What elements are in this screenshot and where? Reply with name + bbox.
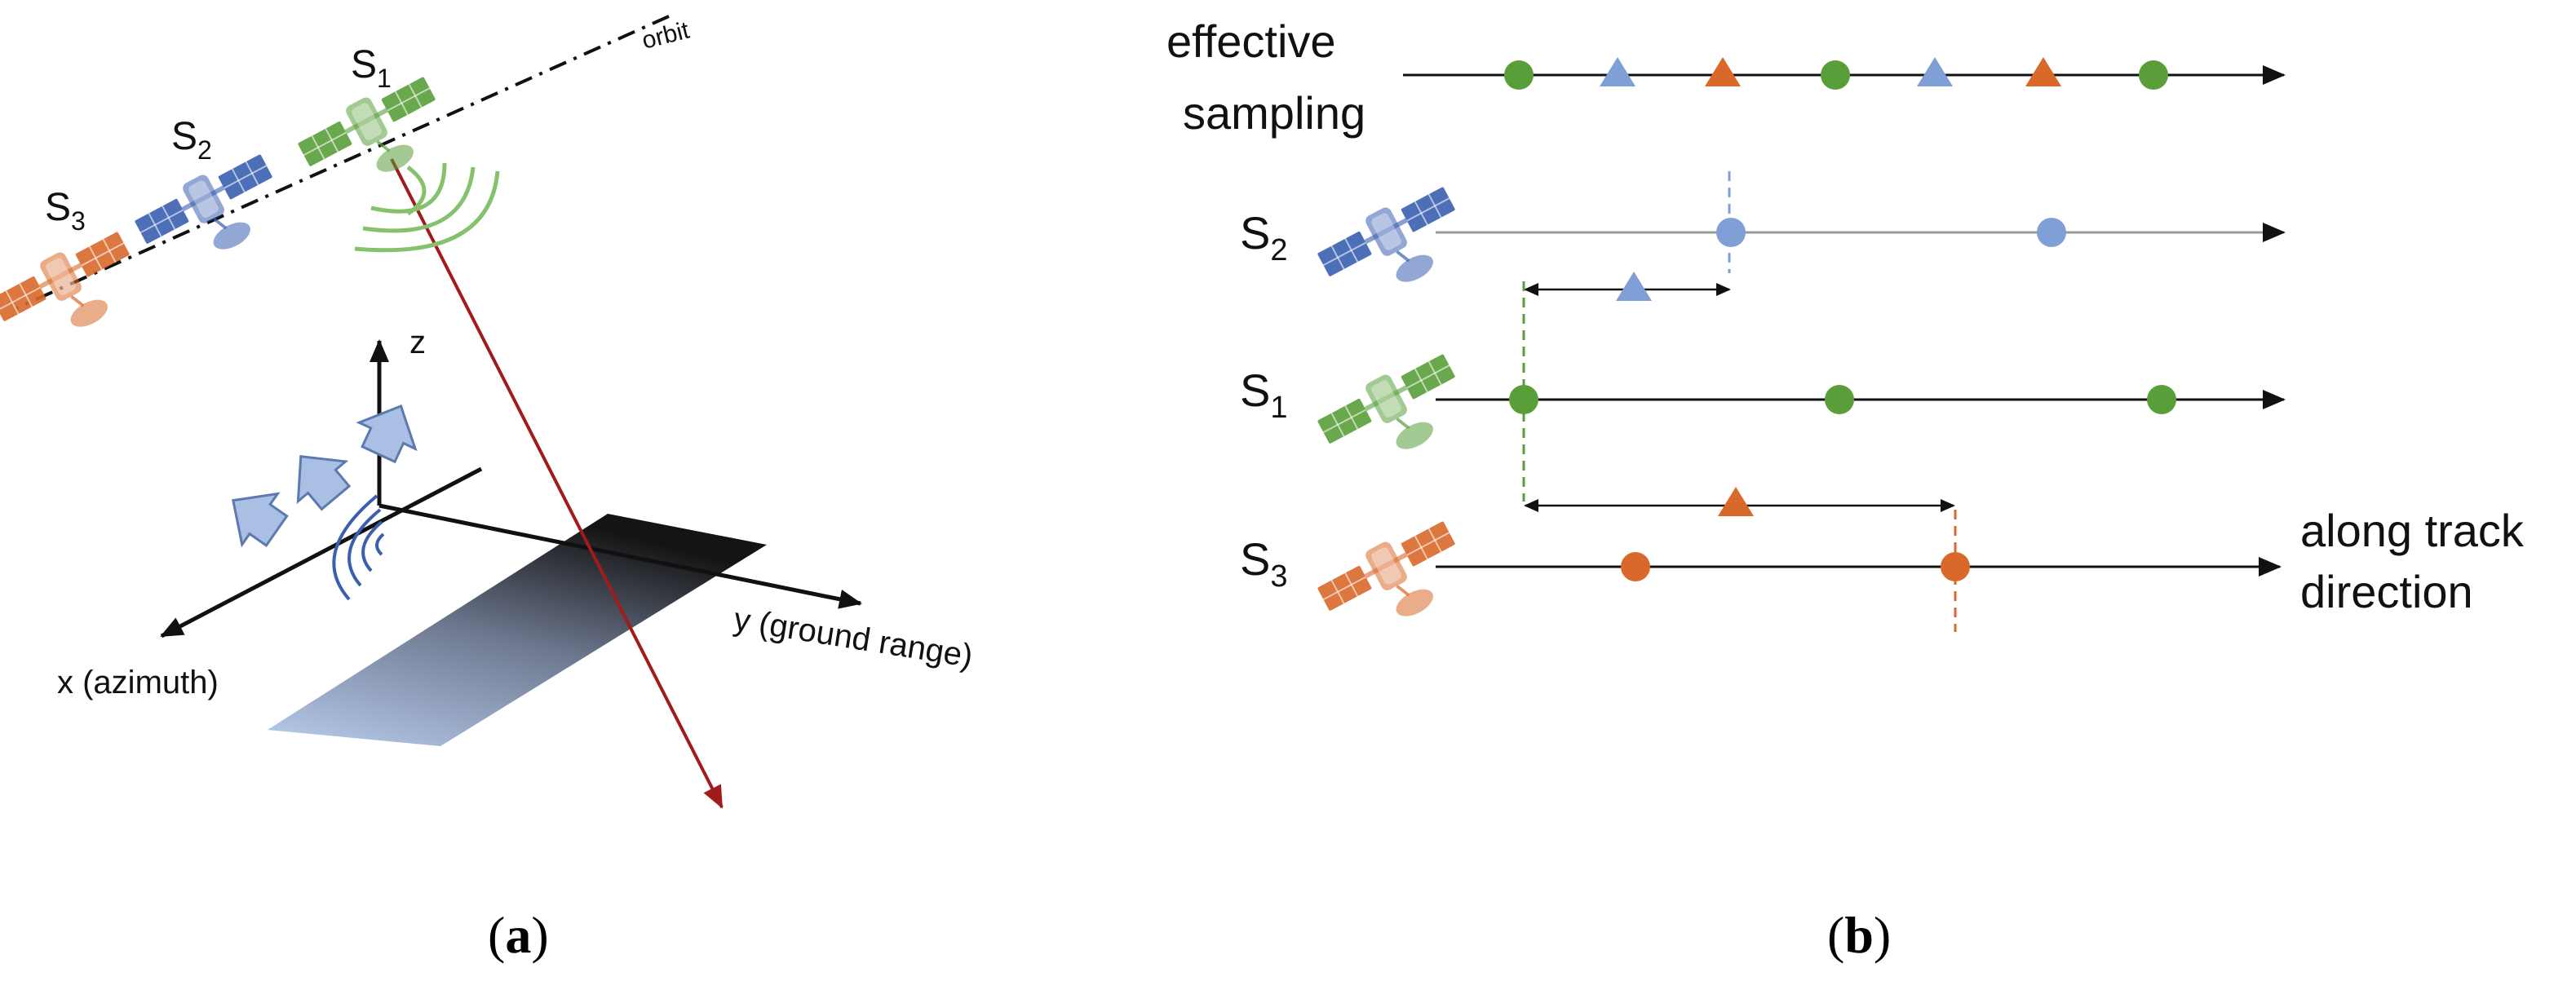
label-s3: S3 <box>45 186 86 236</box>
row-label-s3: S3 <box>1240 533 1288 594</box>
s1-sample <box>2147 385 2176 414</box>
label-s1: S1 <box>351 43 392 93</box>
row-satellite-s3-icon <box>1311 510 1478 652</box>
sample-s1 <box>2139 60 2168 90</box>
sample-s1 <box>1821 60 1850 90</box>
satellite-s3-icon <box>0 221 153 362</box>
orbit-line <box>15 15 670 310</box>
s1-emission-waves <box>354 162 500 253</box>
effective-sampling-label-2: sampling <box>1183 87 1365 139</box>
x-axis <box>160 466 483 639</box>
sample-s1 <box>1504 60 1534 90</box>
caption-a-text: a <box>505 906 531 964</box>
satellite-s2-icon <box>128 144 295 285</box>
effective-sampling-label-1: effective <box>1166 15 1336 67</box>
caption-b: (b) <box>1827 906 1891 964</box>
s2-sample <box>2037 218 2066 247</box>
direction-label-1: along track <box>2300 505 2525 556</box>
motion-arrows <box>232 404 418 548</box>
sample-s2 <box>1600 57 1635 86</box>
orbit-label: orbit <box>640 16 693 54</box>
effective-sampling-marks <box>1504 57 2168 90</box>
sample-s3 <box>2025 57 2061 86</box>
z-axis-label: z <box>409 325 426 360</box>
caption-b-text: b <box>1844 906 1874 964</box>
s2-offset-triangle <box>1616 272 1652 301</box>
radar-beam <box>390 158 724 809</box>
row-label-s2: S2 <box>1240 207 1288 267</box>
satellite-s1-icon <box>291 66 458 207</box>
x-axis-label: x (azimuth) <box>57 665 219 700</box>
ground-swath <box>268 514 767 746</box>
y-axis <box>378 503 862 609</box>
row-label-s1: S1 <box>1240 365 1288 425</box>
s1-sample <box>1509 385 1538 414</box>
s3-offset-triangle <box>1718 487 1754 516</box>
sample-s3 <box>1705 57 1741 86</box>
y-axis-label: y (ground range) <box>732 601 976 674</box>
s3-sample <box>1941 552 1970 581</box>
s2-sample <box>1716 218 1746 247</box>
ground-receiver-waves <box>332 494 385 601</box>
caption-a: (a) <box>488 906 549 964</box>
row-satellite-s1-icon <box>1311 343 1478 484</box>
sample-s2 <box>1917 57 1953 86</box>
row-satellite-s2-icon <box>1311 176 1478 317</box>
s3-sample <box>1621 552 1650 581</box>
direction-label-2: direction <box>2300 566 2473 617</box>
s1-sample <box>1825 385 1854 414</box>
label-s2: S2 <box>171 115 212 165</box>
